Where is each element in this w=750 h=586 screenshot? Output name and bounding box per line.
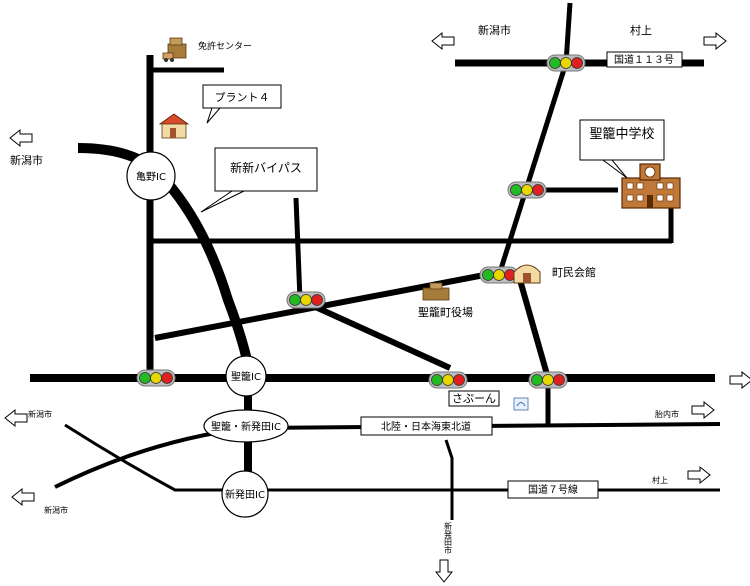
town-office-icon [422, 282, 450, 301]
dest-niigata-w1: 新潟市 [10, 153, 43, 167]
license-center-icon [162, 37, 187, 62]
signal-icon [507, 181, 547, 199]
signal-icon [546, 54, 586, 72]
bypass-label: 新新バイパス [230, 160, 302, 175]
signal-icon [286, 291, 326, 309]
plant4-box [202, 84, 282, 109]
dest-murakami-ne: 村上 [630, 23, 652, 37]
license-center-label: 免許センター [198, 40, 252, 52]
route113-box [606, 51, 683, 68]
jhs-label: 聖籠中学校 [589, 126, 654, 142]
label-boxes: プラント４ 新新バイパス 聖籠中学校 国道１１３号 さぷーん 北陸・日本海東北道… [200, 51, 683, 499]
shibata-ic-label: 新発田IC [225, 488, 265, 501]
school-icon [621, 163, 681, 209]
arrow-right-icon [687, 466, 711, 484]
shibata-ic-circle [221, 470, 269, 518]
dest-niigata-sw: 新潟市 [44, 505, 68, 515]
arrow-left-icon [431, 32, 455, 50]
seiro-ic-circle [225, 355, 267, 397]
signal-icon [479, 266, 519, 284]
sapuun-box [448, 390, 500, 407]
expressway-label: 北陸・日本海東北道 [381, 420, 471, 433]
road-town-office [154, 269, 501, 341]
road-shinshin-bypass [77, 143, 255, 376]
arrow-left-icon [11, 488, 35, 506]
sapuun-label: さぷーん [452, 392, 496, 405]
arrow-down-icon [435, 559, 453, 583]
seiro-shibata-ic-ellipse [203, 409, 289, 443]
route7-label: 国道７号線 [528, 483, 578, 496]
arrow-right-icon [703, 32, 727, 50]
road-north-vertical [563, 2, 573, 64]
town-hall-label: 町民会館 [552, 265, 596, 279]
destination-labels: 新潟市 村上 新潟市 紫雲寺 新潟市 胎内市 新潟市 村上 新発田市 [10, 23, 710, 555]
road-diagonal-sapuun [298, 297, 452, 371]
road-east-vertical [517, 279, 551, 379]
road-south [444, 439, 454, 520]
signal-icon [428, 371, 468, 389]
plant4-label: プラント４ [215, 91, 270, 104]
route7-box [507, 480, 599, 499]
kameno-ic-label: 亀野IC [136, 170, 166, 183]
arrow-left-icon [9, 129, 33, 147]
seiro-shibata-ic-label: 聖籠・新発田IC [211, 420, 281, 433]
dest-shibata-e: 紫雲寺 [686, 374, 710, 383]
roads [30, 2, 721, 520]
kameno-ic-circle [126, 151, 176, 201]
town-office-label: 聖籠町役場 [418, 305, 473, 319]
road-route7-west [64, 423, 720, 492]
signal-icon [528, 371, 568, 389]
arrow-right-icon [729, 371, 750, 389]
plant4-icon [158, 113, 190, 139]
expressway-box [360, 416, 493, 436]
interchanges: 亀野IC 聖籠IC 聖籠・新発田IC 新発田IC [126, 151, 289, 518]
sapuun-icon [513, 397, 529, 411]
route113-label: 国道１１３号 [614, 53, 674, 66]
direction-arrows [4, 32, 750, 583]
road-vertical-mid [293, 197, 303, 301]
bypass-box [214, 147, 318, 192]
dest-shibata-s: 新発田市 [444, 521, 453, 555]
road-jhs-diagonal [497, 62, 569, 273]
dest-niigata-w2: 新潟市 [28, 409, 52, 419]
dest-murakami-e: 村上 [652, 475, 668, 485]
signal-icon [136, 369, 176, 387]
dest-tainai: 胎内市 [655, 409, 679, 419]
dest-niigata-ne: 新潟市 [478, 23, 511, 37]
town-hall-icon [513, 264, 541, 284]
jhs-box [579, 119, 665, 161]
arrow-right-icon [691, 401, 715, 419]
arrow-left-icon [4, 409, 28, 427]
seiro-ic-label: 聖籠IC [231, 370, 261, 383]
